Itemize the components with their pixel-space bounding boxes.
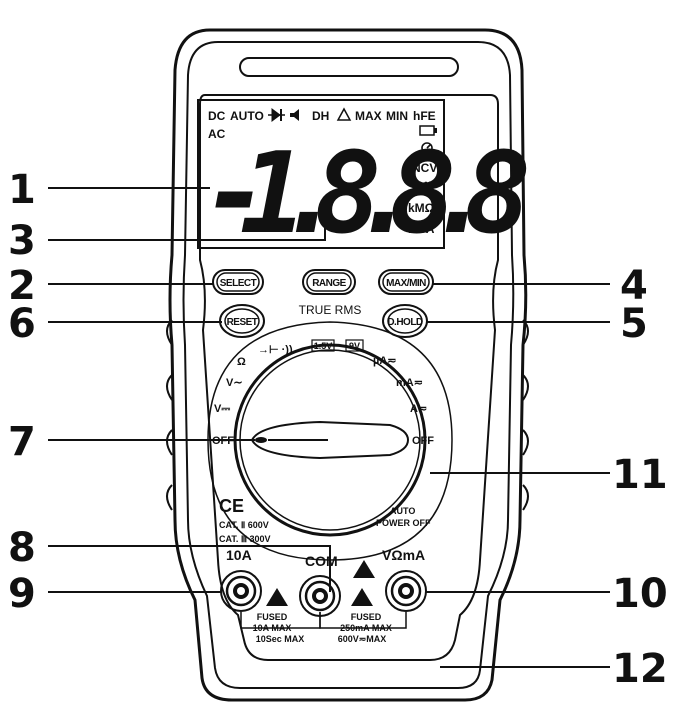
callout-12: 12 [612,646,668,692]
callout-4: 4 [620,263,648,309]
battery-icon [419,125,437,136]
auto-off-icon [421,142,433,154]
holster-inner-outline [182,41,515,689]
battery-9v-test: 9V [345,339,364,352]
front-face [199,94,499,661]
cat-rating-iii: CAT. Ⅲ 300V [219,534,271,544]
dial-ohm: Ω [237,356,246,368]
callout-7: 7 [8,419,36,465]
leader-lines [48,187,610,668]
dial-diode: →⊢ ·)) [258,343,293,356]
dial-border [207,321,453,561]
lcd-digits: -1.8.8.8 [202,129,527,259]
lcd-kmohm: kMΩ [408,201,435,215]
jack-vohm-label: VΩmA [382,547,425,563]
dial-battery9: 9V [349,341,360,351]
lcd-ac: AC [208,127,226,141]
dial-battery15: 1.5V [314,341,333,351]
delta-icon [336,107,352,121]
callout-3: 3 [8,218,36,264]
dial-knob[interactable] [250,420,410,460]
lcd-max: MAX [355,109,382,123]
lcd-min: MIN [386,109,408,123]
dial-off-right: OFF [412,435,434,447]
callout-10: 10 [612,571,668,617]
range-label: RANGE [312,278,346,289]
top-slot [239,57,459,77]
callout-5: 5 [620,301,648,347]
fuse-left-line2: 10A MAX [253,623,292,633]
callout-11: 11 [612,452,668,498]
warning-triangle-left [266,588,288,606]
ce-mark: CE [219,496,244,516]
range-button[interactable]: RANGE [302,269,356,295]
dial-ua: µA≂ [373,355,397,367]
jack-com-label: COM [305,553,338,569]
callout-2: 2 [8,263,36,309]
lcd-auto: AUTO [230,109,264,123]
callout-6: 6 [8,301,36,347]
dial-a: A≂ [410,403,427,415]
auto-power-off-line1: AUTO [390,506,415,516]
fuse-right-line3: 600V≂MAX [338,634,387,644]
fuse-right-line2: 250mA MAX [340,623,392,633]
lcd-mva: mVA [408,222,435,236]
dial-ma: mA≂ [396,377,423,389]
callout-9: 9 [8,571,36,617]
fuse-bracket-right [319,612,407,629]
cat-rating-ii: CAT. Ⅱ 600V [219,520,269,530]
select-button[interactable]: SELECT [212,269,264,295]
maxmin-label: MAX/MIN [386,278,426,289]
fuse-right-line1: FUSED [351,612,382,622]
lcd-hfe: hFE [413,109,436,123]
dial-v-dc: V⎓ [214,403,230,415]
lcd-temp: °C°F [410,179,436,193]
warning-triangle-right [351,588,373,606]
lcd-dh: DH [312,109,329,123]
dhold-label: D.HOLD [387,317,423,328]
callout-1: 1 [8,167,36,213]
warning-triangle-top [353,560,375,578]
battery-1-5v-test: 1.5V [311,339,335,352]
fuse-left-line1: FUSED [257,612,288,622]
fuse-left-line3: 10Sec MAX [256,634,305,644]
jack-10a[interactable] [220,570,262,612]
callout-8: 8 [8,525,36,571]
jack-vohm[interactable] [385,570,427,612]
maxmin-button[interactable]: MAX/MIN [378,269,434,295]
lcd-dc: DC [208,109,226,123]
jack-10a-label: 10A [226,547,252,563]
reset-button[interactable]: RESET [219,304,265,338]
auto-power-off-line2: POWER OFF [376,518,431,528]
lcd-display [197,99,445,249]
jack-com[interactable] [299,575,341,617]
diode-icon [268,108,285,122]
lcd-ncv: NCV [412,161,437,175]
reset-label: RESET [227,317,258,328]
speaker-icon [290,109,299,121]
true-rms-label: TRUE RMS [299,303,362,317]
select-label: SELECT [220,278,257,289]
dial-v-ac: V∼ [226,377,243,389]
